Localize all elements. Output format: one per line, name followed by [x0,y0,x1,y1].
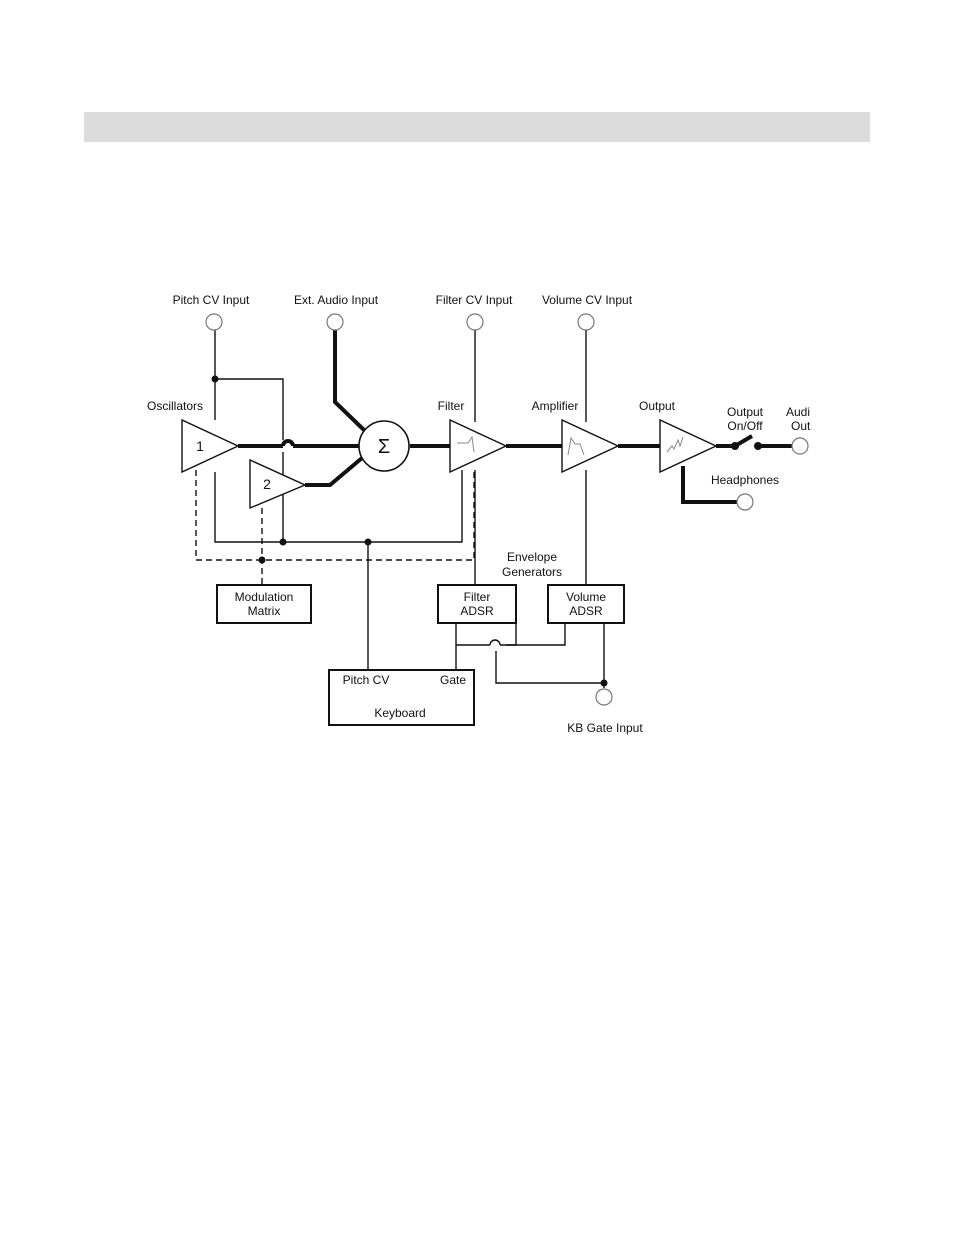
output-label: Output [639,399,676,413]
amplifier-triangle [562,420,618,472]
mixer-sigma: Σ [378,436,390,458]
amplifier-label: Amplifier [532,399,579,413]
audio-signal-path [238,330,792,502]
volume-cv-input-jack [578,314,594,330]
audio-out-label-line2: Out [791,419,811,433]
keyboard-title-label: Keyboard [374,706,425,720]
oscillator-2-triangle [250,460,305,508]
pitch-cv-input-jack [206,314,222,330]
volume-adsr-label-line1: Volume [566,590,606,604]
oscillator-1-triangle [182,420,238,472]
oscillator-2-number: 2 [263,476,271,492]
ext-audio-input-jack [327,314,343,330]
filter-cv-input-label: Filter CV Input [436,293,513,307]
amplifier-triangles [182,420,716,508]
headphones-jack [737,494,753,510]
audio-out-jack [792,438,808,454]
kb-gate-input-jack [596,689,612,705]
envelope-generators-label-line1: Envelope [507,550,557,564]
output-triangle [660,420,716,472]
modulation-matrix-label-line1: Modulation [235,590,294,604]
pitch-cv-input-label: Pitch CV Input [173,293,250,307]
output-on-off-label-line2: On/Off [727,419,763,433]
filter-label: Filter [438,399,465,413]
ext-audio-input-label: Ext. Audio Input [294,293,379,307]
filter-cv-input-jack [467,314,483,330]
modulation-matrix-label-line2: Matrix [248,604,281,618]
jacks [206,314,808,705]
volume-adsr-label-line2: ADSR [569,604,603,618]
keyboard-pitch-cv-label: Pitch CV [343,673,390,687]
volume-cv-input-label: Volume CV Input [542,293,633,307]
control-lines [215,330,604,688]
headphones-label: Headphones [711,473,779,487]
envelope-generators-label-line2: Generators [502,565,562,579]
audio-out-label-line1: Audi [786,405,810,419]
filter-triangle [450,420,506,472]
modulation-dashed-paths [196,470,474,585]
oscillators-label: Oscillators [147,399,203,413]
filter-adsr-label-line2: ADSR [460,604,494,618]
keyboard-gate-label: Gate [440,673,466,687]
junction-dots [212,376,763,687]
filter-adsr-label-line1: Filter [464,590,491,604]
kb-gate-input-label: KB Gate Input [567,721,643,735]
output-on-off-label-line1: Output [727,405,764,419]
oscillator-1-number: 1 [196,438,204,454]
